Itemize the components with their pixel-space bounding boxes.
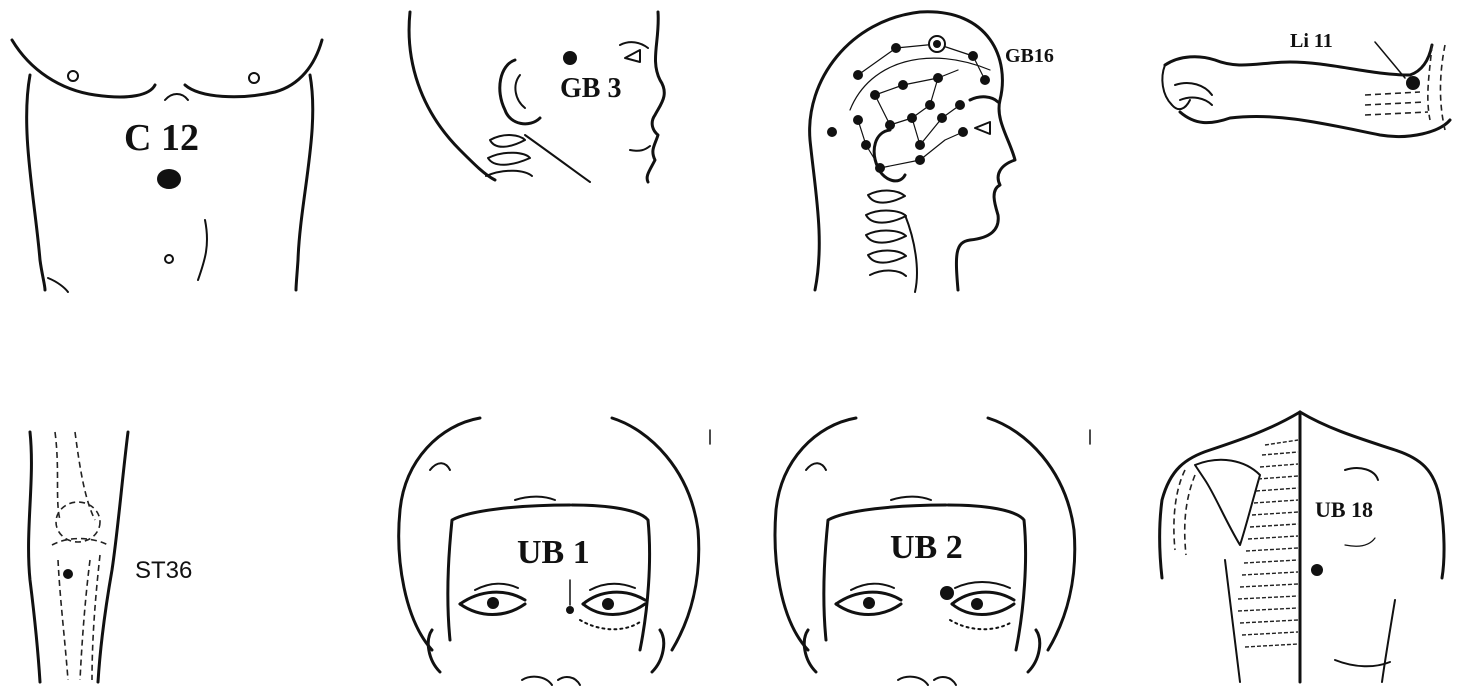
nipple-right — [249, 73, 259, 83]
label-c12: C 12 — [124, 117, 199, 159]
nipple-left — [68, 71, 78, 81]
back-figure — [1160, 412, 1444, 682]
label-gb3: GB 3 — [560, 73, 621, 104]
point-ub2-marker — [940, 586, 954, 600]
head-profile-figure — [810, 12, 1015, 292]
arm-figure — [1162, 42, 1450, 137]
label-ub2: UB 2 — [890, 529, 963, 566]
label-ub18: UB 18 — [1315, 497, 1373, 522]
torso-figure — [12, 40, 322, 292]
point-ub1-marker — [566, 606, 574, 614]
navel — [165, 255, 173, 263]
point-gb3-marker — [563, 51, 577, 65]
point-c12-marker — [157, 169, 181, 189]
point-st36-marker — [63, 569, 73, 579]
point-ub18-marker — [1311, 564, 1323, 576]
label-st36: ST36 — [135, 557, 192, 584]
point-li11-marker — [1406, 76, 1420, 90]
label-ub1: UB 1 — [517, 534, 590, 571]
knee-leg-figure — [29, 432, 128, 682]
label-li11: Li 11 — [1290, 30, 1333, 52]
side-face-figure — [409, 12, 664, 182]
label-gb16: GB16 — [1005, 45, 1054, 67]
point-gb16-marker — [933, 40, 941, 48]
